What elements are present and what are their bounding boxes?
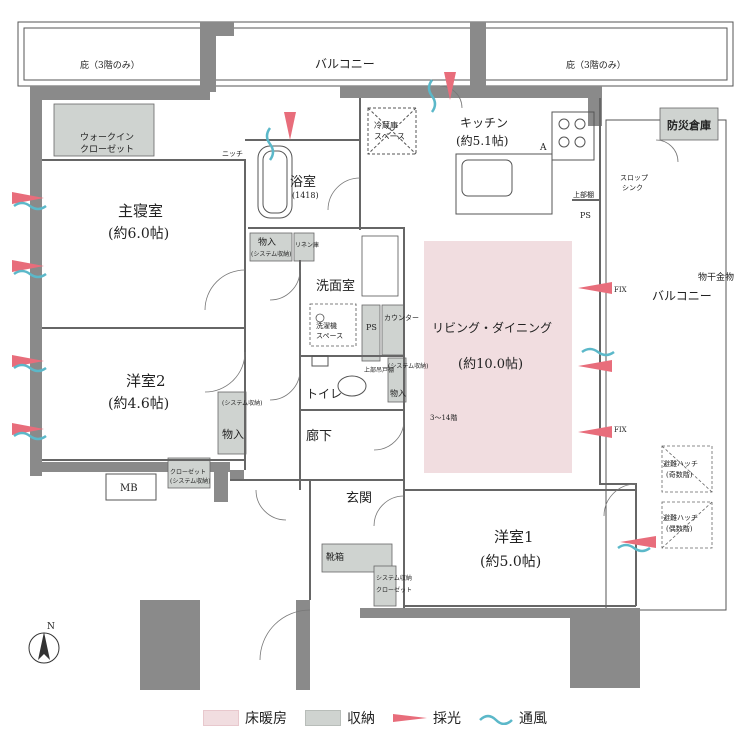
legend-ventilation-label: 通風 — [519, 711, 547, 727]
label-garden-right: 庇（3階のみ） — [566, 59, 626, 71]
bathtub — [257, 145, 293, 219]
label-upper-shelf: 上部棚 — [573, 190, 594, 199]
label-niche: ニッチ — [222, 150, 243, 158]
interior-walls — [42, 98, 637, 608]
label-sink2: シンク — [622, 184, 643, 192]
label-ps1: PS — [366, 323, 377, 332]
label-bath-size: (1418) — [292, 191, 319, 200]
label-ps2: PS — [580, 211, 591, 220]
legend-storage: 収納 — [305, 708, 375, 728]
ventilation-waves — [13, 79, 651, 553]
label-storage1-sub: (システム収納) — [251, 250, 292, 258]
label-western1: 洋室1 — [494, 528, 534, 546]
label-walkin2: クローゼット — [80, 143, 134, 155]
label-sys-storage: (システム収納) — [388, 362, 429, 370]
floor-plan: N バルコニー 庇（3階のみ） 庇（3階のみ） キッチン (約5.1帖) 冷蔵庫… — [12, 21, 734, 690]
label-bousai: 防災倉庫 — [667, 118, 711, 132]
label-closet-w1b: クローゼット — [376, 586, 412, 594]
daylight-arrow-icon — [393, 714, 427, 722]
label-counter: カウンター — [384, 313, 419, 322]
label-storage2: 物入 — [390, 388, 406, 398]
door-swings — [204, 85, 679, 661]
label-laundry: 物干金物 — [698, 271, 734, 283]
label-shoe: 靴箱 — [326, 551, 344, 563]
label-hatch-odd: 避難ハッチ — [663, 459, 698, 468]
evacuation-hatches — [661, 445, 713, 549]
legend-daylight-label: 採光 — [433, 711, 461, 727]
label-garden-left: 庇（3階のみ） — [80, 59, 140, 71]
ventilation-wave-icon — [479, 714, 513, 725]
label-mb: MB — [120, 483, 138, 494]
label-closet-bottom2: (システム収納) — [170, 477, 211, 485]
label-sink1: スロップ — [620, 174, 648, 182]
toilet-fixture — [311, 355, 367, 397]
label-kitchen: キッチン — [460, 116, 508, 130]
kitchen-counter — [367, 107, 595, 215]
storage-areas — [53, 103, 719, 607]
washer-space — [309, 235, 399, 347]
label-bath: 浴室 — [290, 174, 316, 190]
legend-ventilation: 通風 — [479, 708, 547, 728]
label-linen: リネン庫 — [295, 241, 319, 249]
label-ceiling-height: 3〜14階 — [430, 413, 457, 422]
label-washer1: 洗濯機 — [316, 321, 337, 330]
storage-swatch — [305, 710, 341, 726]
label-living: リビング・ダイニング — [432, 320, 552, 335]
label-ceiling-note: 上部吊戸棚 — [364, 366, 394, 374]
label-master: 主寝室 — [118, 202, 163, 220]
label-fridge: 冷蔵庫 — [374, 120, 398, 130]
legend: 床暖房 収納 採光 通風 — [0, 700, 750, 736]
label-hatch-even-sub: (偶数階) — [666, 524, 693, 533]
label-living-size: (約10.0帖) — [458, 357, 523, 372]
label-closet-w1: システム収納 — [376, 574, 412, 582]
legend-storage-label: 収納 — [347, 711, 375, 727]
label-entrance: 玄関 — [346, 491, 372, 506]
label-balcony-right: バルコニー — [652, 289, 712, 303]
room-labels: バルコニー 庇（3階のみ） 庇（3階のみ） キッチン (約5.1帖) 冷蔵庫 ス… — [80, 57, 734, 594]
label-kitchen-size: (約5.1帖) — [456, 133, 508, 148]
label-storage3: 物入 — [222, 427, 244, 441]
label-washroom: 洗面室 — [316, 278, 355, 294]
label-storage1: 物入 — [258, 236, 276, 248]
label-letter-a: A — [539, 143, 547, 153]
label-balcony-top: バルコニー — [315, 57, 375, 71]
label-hatch-odd-sub: (奇数階) — [666, 470, 693, 479]
label-western2: 洋室2 — [126, 372, 166, 390]
label-hatch-even: 避難ハッチ — [663, 513, 698, 522]
exterior-walls — [30, 22, 640, 690]
legend-floor-heating: 床暖房 — [203, 708, 287, 728]
label-toilet: トイレ — [306, 387, 342, 401]
compass: N — [28, 622, 60, 664]
label-fridge-space: スペース — [374, 132, 405, 141]
legend-floor-heating-label: 床暖房 — [245, 711, 287, 727]
label-western1-size: (約5.0帖) — [480, 554, 541, 570]
label-walkin1: ウォークイン — [80, 132, 134, 143]
floor-heating-swatch — [203, 710, 239, 726]
mb-box — [105, 473, 157, 501]
label-fix1: FIX — [614, 286, 627, 294]
legend-daylight: 採光 — [393, 708, 461, 728]
label-washer2: スペース — [316, 332, 343, 340]
compass-n: N — [47, 622, 55, 632]
label-closet-bottom1: クローゼット — [170, 468, 206, 476]
floor-heating-area — [424, 241, 572, 473]
label-corridor: 廊下 — [306, 428, 332, 444]
label-master-size: (約6.0帖) — [108, 226, 169, 242]
label-western2-size: (約4.6帖) — [108, 396, 169, 412]
label-storage3-sub: (システム収納) — [222, 399, 263, 407]
label-fix2: FIX — [614, 426, 627, 434]
